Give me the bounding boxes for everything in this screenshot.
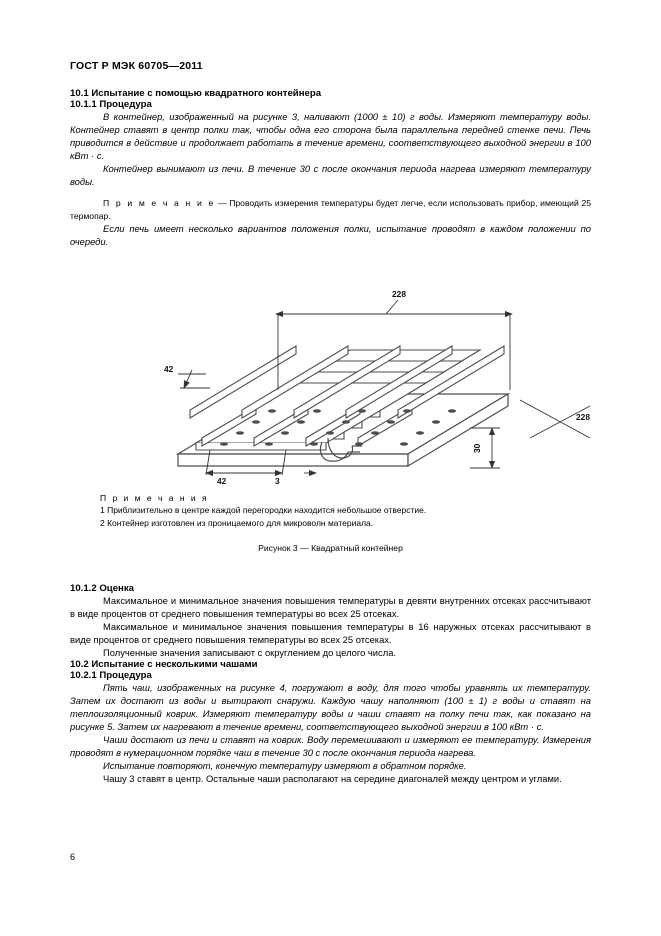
paragraph-10-1-1-1: В контейнер, изображенный на рисунке 3, … <box>70 111 591 161</box>
paragraph-10-1-1-2: Контейнер вынимают из печи. В течение 30… <box>70 163 591 187</box>
section-10-1: 10.1 Испытание с помощью квадратного кон… <box>70 88 591 248</box>
dimension-top: 228 <box>392 289 406 299</box>
paragraph-10-2-1-4: Чашу 3 ставят в центр. Остальные чаши ра… <box>103 773 562 784</box>
section-10-1-2-and-10-2: 10.1.2 Оценка Максимальное и минимальное… <box>70 583 591 785</box>
heading-10-2-1: 10.2.1 Процедура <box>70 670 152 681</box>
dimension-height: 30 <box>472 443 482 453</box>
dimension-right: 228 <box>576 412 590 422</box>
paragraph-10-1-2-1: Максимальное и минимальное значения повы… <box>70 595 591 619</box>
dimension-bottom-right: 3 <box>275 476 280 486</box>
figure-note-1: 1 Приблизительно в центре каждой перегор… <box>100 505 427 516</box>
page-header: ГОСТ Р МЭК 60705—2011 <box>70 60 203 72</box>
long-partitions <box>189 345 505 419</box>
paragraph-10-2-1-2: Чаши достают из печи и ставят на коврик.… <box>70 734 591 758</box>
heading-10-1: 10.1 Испытание с помощью квадратного кон… <box>70 88 322 99</box>
partition-holes <box>220 409 456 446</box>
dimension-labels: 228 228 42 42 3 30 <box>164 289 590 486</box>
heading-10-1-1: 10.1.1 Процедура <box>70 99 152 110</box>
container-drawing: 228 228 42 42 3 30 <box>164 289 591 486</box>
dimension-left: 42 <box>164 364 174 374</box>
note-10-1-1: П р и м е ч а н и е — Проводить измерени… <box>70 197 591 222</box>
heading-10-1-2: 10.1.2 Оценка <box>70 583 134 594</box>
paragraph-10-1-2-2: Максимальное и минимальное значения повы… <box>70 621 591 645</box>
paragraph-10-2-1-3: Испытание повторяют, конечную температур… <box>103 760 467 771</box>
handle-detail <box>319 437 362 462</box>
figure-notes-title: П р и м е ч а н и я <box>100 493 209 503</box>
paragraph-10-2-1-1: Пять чаш, изображенных на рисунке 4, пог… <box>70 682 591 732</box>
note-text: — Проводить измерения температуры будет … <box>70 198 592 221</box>
figure-3-square-container: 228 228 42 42 3 30 <box>60 278 601 490</box>
dimension-lines <box>178 299 591 477</box>
figure-note-2: 2 Контейнер изготовлен из проницаемого д… <box>100 517 374 528</box>
note-label: П р и м е ч а н и е <box>103 198 216 208</box>
page-number: 6 <box>70 852 76 862</box>
figure-notes: П р и м е ч а н и я 1 Приблизительно в ц… <box>100 492 570 529</box>
figure-caption: Рисунок 3 — Квадратный контейнер <box>258 543 403 553</box>
heading-10-2: 10.2 Испытание с несколькими чашами <box>70 659 258 670</box>
dimension-bottom-left: 42 <box>217 476 227 486</box>
paragraph-10-1-2-3: Полученные значения записывают с округле… <box>103 647 397 658</box>
paragraph-10-1-1-3: Если печь имеет несколько вариантов поло… <box>70 223 591 247</box>
